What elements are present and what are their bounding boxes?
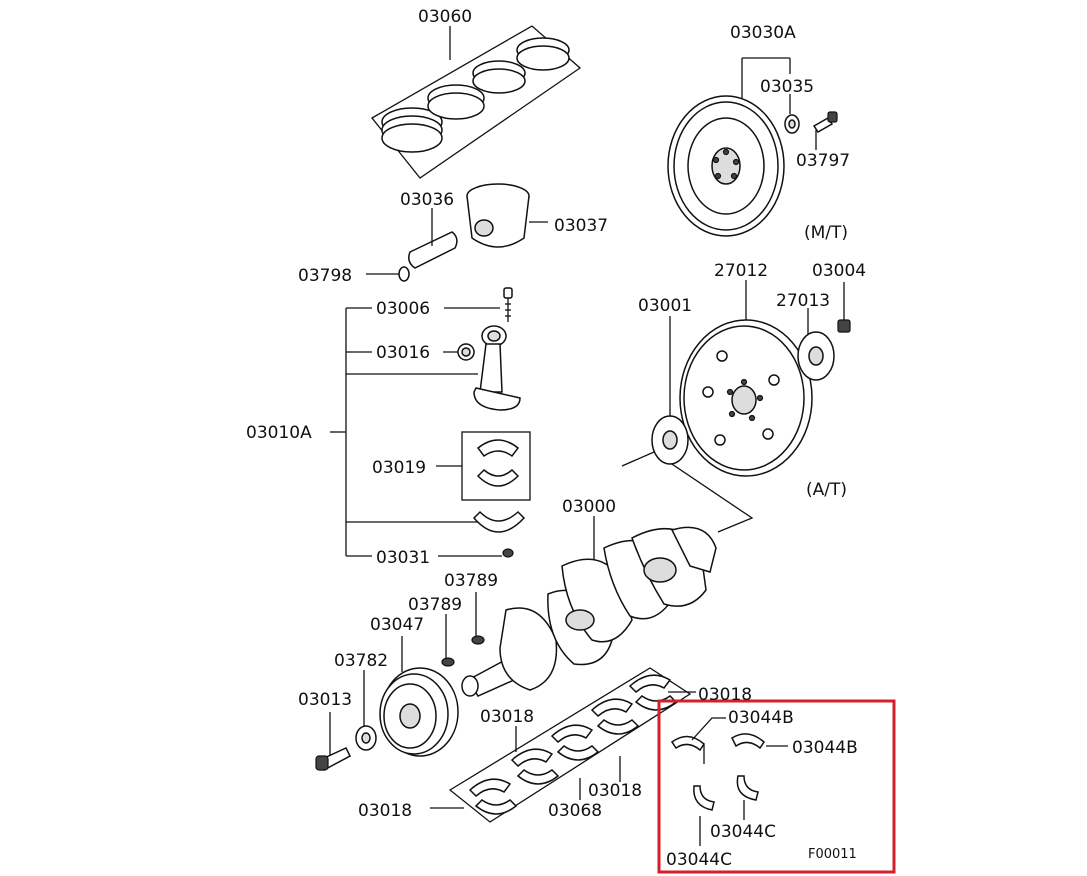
label-03789-b: 03789 bbox=[408, 595, 462, 615]
label-03004: 03004 bbox=[812, 261, 866, 281]
thrust-washer-highlight-box bbox=[657, 699, 896, 874]
crankshaft-flywheel-guide bbox=[621, 451, 754, 533]
crankshaft bbox=[461, 516, 717, 697]
label-03789-a: 03789 bbox=[444, 571, 498, 591]
label-03030a: 03030A bbox=[730, 23, 796, 43]
label-03001: 03001 bbox=[638, 296, 692, 316]
pin-snap-ring bbox=[366, 266, 410, 282]
label-03010a: 03010A bbox=[246, 423, 312, 443]
label-03018-mid: 03018 bbox=[480, 707, 534, 727]
label-03044c-bottom: 03044C bbox=[666, 850, 732, 870]
flywheel-mt bbox=[667, 57, 791, 237]
label-03006: 03006 bbox=[376, 299, 430, 319]
label-03068: 03068 bbox=[548, 801, 602, 821]
main-bearing-group bbox=[430, 667, 696, 823]
label-03019: 03019 bbox=[372, 458, 426, 478]
piston bbox=[466, 183, 548, 248]
label-03044b-right: 03044B bbox=[792, 738, 858, 758]
piston-pin bbox=[408, 208, 458, 269]
label-03031: 03031 bbox=[376, 548, 430, 568]
label-27012: 27012 bbox=[714, 261, 768, 281]
woodruff-keys bbox=[441, 592, 485, 667]
crank-pulley-bolt bbox=[315, 712, 351, 772]
label-03037: 03037 bbox=[554, 216, 608, 236]
connecting-rod-bolt bbox=[503, 287, 513, 322]
label-03047: 03047 bbox=[370, 615, 424, 635]
figure-id: F00011 bbox=[808, 847, 857, 862]
label-mt: (M/T) bbox=[804, 223, 848, 243]
label-03035: 03035 bbox=[760, 77, 814, 97]
drive-plate-at bbox=[679, 280, 813, 477]
label-03000: 03000 bbox=[562, 497, 616, 517]
flywheel-bolt bbox=[812, 111, 838, 150]
crank-pulley-washer bbox=[355, 670, 377, 751]
connecting-rod bbox=[473, 325, 521, 411]
thrust-washers bbox=[657, 699, 896, 874]
label-03044b-top: 03044B bbox=[728, 708, 794, 728]
rod-cap bbox=[472, 510, 526, 558]
label-at: (A/T) bbox=[806, 480, 847, 500]
callout-labels: 03060 03036 03037 03798 03006 03016 0301… bbox=[246, 7, 866, 870]
piston-ring-set bbox=[371, 25, 582, 179]
label-03036: 03036 bbox=[400, 190, 454, 210]
drive-plate-rear-plate bbox=[797, 308, 835, 381]
small-end-bushing bbox=[457, 343, 475, 361]
connecting-rod-bracket bbox=[330, 307, 502, 557]
label-03798: 03798 bbox=[298, 266, 352, 286]
rod-bearing-box bbox=[461, 431, 531, 501]
label-03782: 03782 bbox=[334, 651, 388, 671]
crank-pulley bbox=[379, 636, 459, 757]
label-03018-right: 03018 bbox=[698, 685, 752, 705]
adapter-plate bbox=[651, 316, 689, 465]
pilot-bushing bbox=[784, 94, 800, 134]
label-03018-lower: 03018 bbox=[588, 781, 642, 801]
label-03016: 03016 bbox=[376, 343, 430, 363]
label-03018-left: 03018 bbox=[358, 801, 412, 821]
label-03013: 03013 bbox=[298, 690, 352, 710]
label-03797: 03797 bbox=[796, 151, 850, 171]
label-03044c-right: 03044C bbox=[710, 822, 776, 842]
drive-plate-bolt bbox=[837, 282, 851, 333]
label-03060: 03060 bbox=[418, 7, 472, 27]
label-27013: 27013 bbox=[776, 291, 830, 311]
